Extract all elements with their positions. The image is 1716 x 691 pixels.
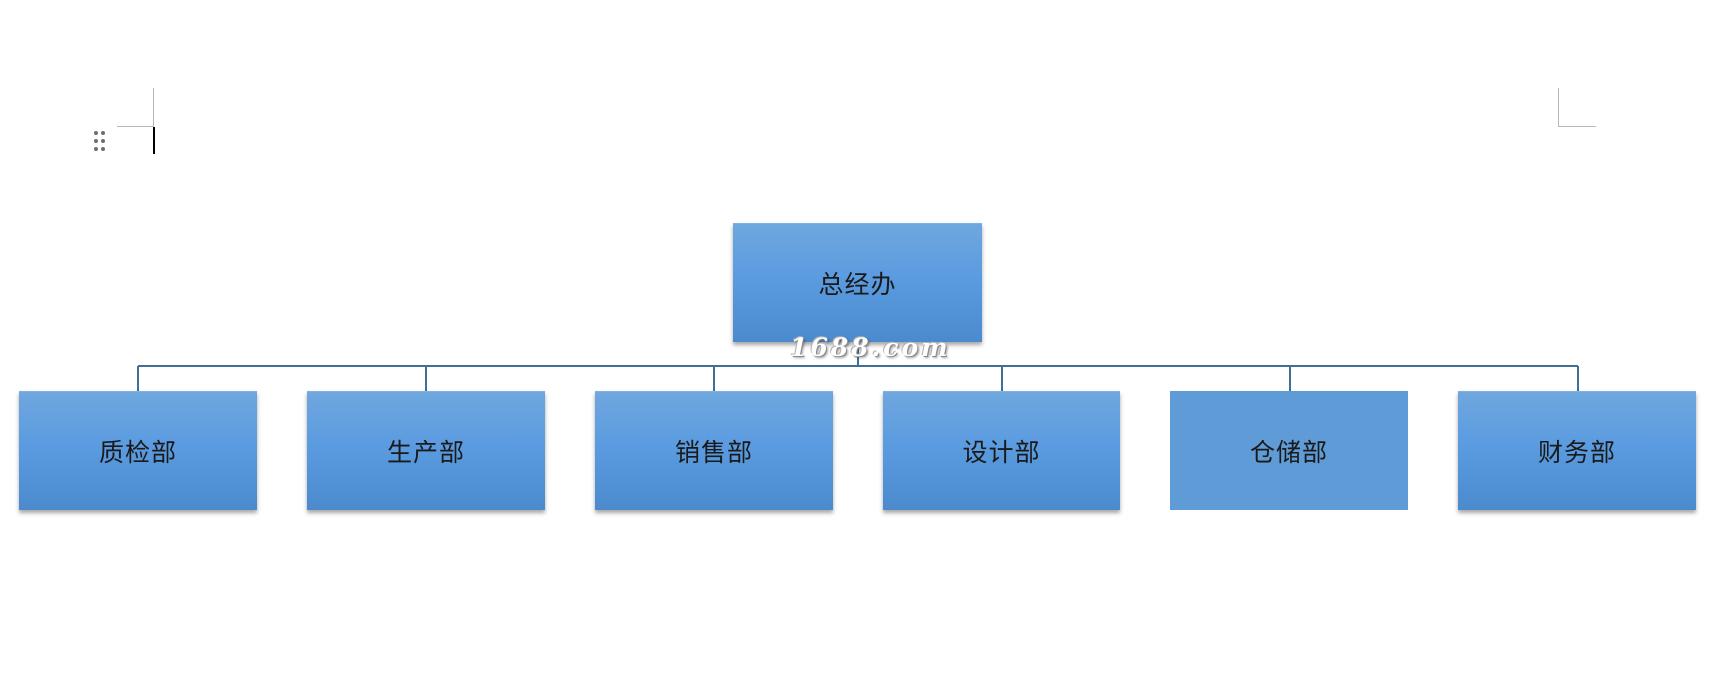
- margin-corner-top-right-vertical: [1558, 88, 1559, 127]
- margin-corner-top-left-vertical: [153, 88, 154, 127]
- org-node-label: 销售部: [674, 438, 753, 467]
- drag-handle-icon[interactable]: [94, 131, 106, 153]
- org-node-xiaoshou[interactable]: 销售部: [595, 391, 833, 510]
- margin-corner-top-left-horizontal: [117, 126, 154, 127]
- org-node-label: 仓储部: [1249, 437, 1328, 467]
- org-node-caiwu[interactable]: 财务部: [1458, 391, 1696, 510]
- org-node-shengchan[interactable]: 生产部: [307, 391, 545, 510]
- text-cursor: [153, 127, 155, 154]
- org-node-label: 生产部: [386, 438, 465, 467]
- org-node-root[interactable]: 总经办: [733, 223, 982, 342]
- org-node-sheji[interactable]: 设计部: [883, 391, 1120, 510]
- org-node-label: 设计部: [962, 438, 1041, 467]
- org-node-cangchu[interactable]: 仓储部: [1170, 391, 1408, 510]
- margin-corner-top-right-horizontal: [1558, 126, 1596, 127]
- org-node-label: 财务部: [1537, 438, 1616, 467]
- org-node-zhijian[interactable]: 质检部: [19, 391, 257, 510]
- org-node-label: 质检部: [98, 438, 177, 467]
- watermark: 1688.com: [790, 333, 951, 362]
- org-node-root-label: 总经办: [818, 270, 897, 299]
